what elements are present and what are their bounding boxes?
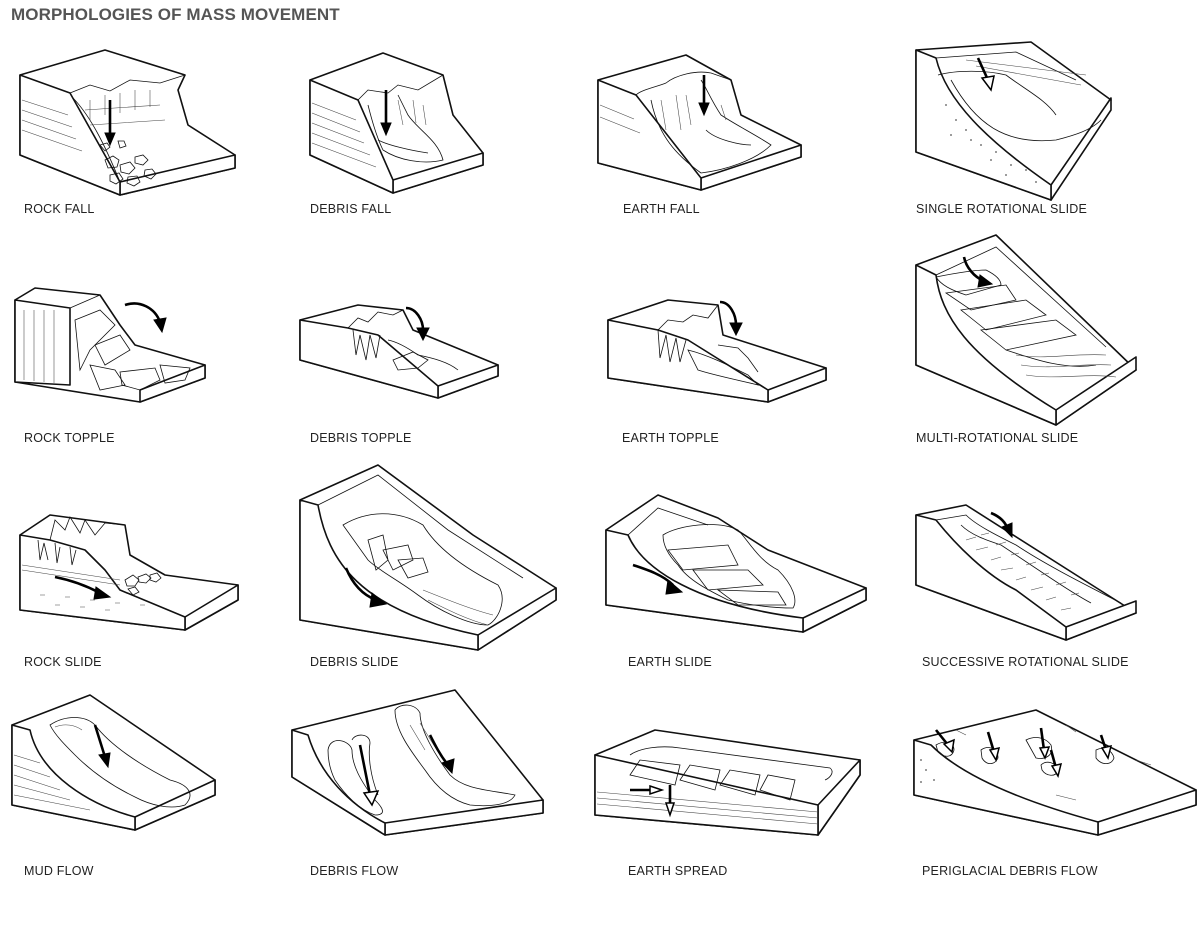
label-earth-slide: EARTH SLIDE [628, 655, 712, 669]
earth-topple-diagram [607, 299, 827, 403]
panel-earth-spread: EARTH SPREAD [590, 720, 870, 940]
debris-flow-diagram [291, 689, 544, 836]
successive-rotational-slide-diagram [915, 504, 1137, 641]
panel-debris-slide: DEBRIS SLIDE [298, 460, 578, 680]
panel-rock-slide: ROCK SLIDE [10, 505, 290, 725]
label-single-rotational-slide: SINGLE ROTATIONAL SLIDE [916, 202, 1088, 216]
debris-slide-diagram [299, 464, 557, 651]
single-rotational-slide-diagram [915, 41, 1112, 201]
label-earth-fall: EARTH FALL [623, 202, 700, 216]
label-successive-rotational-slide: SUCCESSIVE ROTATIONAL SLIDE [922, 655, 1129, 669]
label-multi-rotational-slide: MULTI-ROTATIONAL SLIDE [916, 431, 1079, 445]
panel-earth-fall: EARTH FALL [586, 45, 866, 265]
earth-slide-diagram [605, 494, 867, 633]
rock-slide-diagram [19, 514, 239, 631]
label-periglacial-debris-flow: PERIGLACIAL DEBRIS FLOW [922, 864, 1098, 878]
rock-fall-diagram [19, 49, 236, 196]
label-debris-slide: DEBRIS SLIDE [310, 655, 399, 669]
panel-debris-flow: DEBRIS FLOW [290, 685, 570, 905]
debris-topple-diagram [299, 304, 499, 399]
label-rock-topple: ROCK TOPPLE [24, 431, 115, 445]
earth-fall-diagram [597, 54, 802, 191]
label-rock-slide: ROCK SLIDE [24, 655, 102, 669]
panel-rock-topple: ROCK TOPPLE [10, 280, 290, 500]
label-mud-flow: MUD FLOW [24, 864, 94, 878]
label-debris-topple: DEBRIS TOPPLE [310, 431, 412, 445]
panel-rock-fall: ROCK FALL [10, 45, 290, 265]
label-earth-topple: EARTH TOPPLE [622, 431, 719, 445]
periglacial-debris-flow-diagram [913, 709, 1197, 836]
debris-fall-diagram [309, 52, 484, 194]
page-title: MORPHOLOGIES OF MASS MOVEMENT [11, 5, 340, 24]
rock-topple-diagram [14, 287, 206, 403]
panel-mud-flow: MUD FLOW [10, 685, 290, 905]
panel-single-rotational-slide: SINGLE ROTATIONAL SLIDE [906, 40, 1186, 260]
label-debris-flow: DEBRIS FLOW [310, 864, 399, 878]
label-rock-fall: ROCK FALL [24, 202, 95, 216]
panel-debris-fall: DEBRIS FALL [298, 45, 578, 265]
label-debris-fall: DEBRIS FALL [310, 202, 392, 216]
multi-rotational-slide-diagram [915, 234, 1137, 426]
mud-flow-diagram [11, 694, 216, 831]
panel-earth-slide: EARTH SLIDE [598, 490, 878, 710]
panel-debris-topple: DEBRIS TOPPLE [298, 280, 578, 500]
panel-successive-rotational-slide: SUCCESSIVE ROTATIONAL SLIDE [906, 504, 1186, 725]
label-earth-spread: EARTH SPREAD [628, 864, 728, 878]
panel-multi-rotational-slide: MULTI-ROTATIONAL SLIDE [906, 234, 1186, 455]
panel-earth-topple: EARTH TOPPLE [598, 280, 878, 500]
earth-spread-diagram [594, 729, 861, 836]
panel-periglacial-debris-flow: PERIGLACIAL DEBRIS FLOW [906, 709, 1197, 930]
